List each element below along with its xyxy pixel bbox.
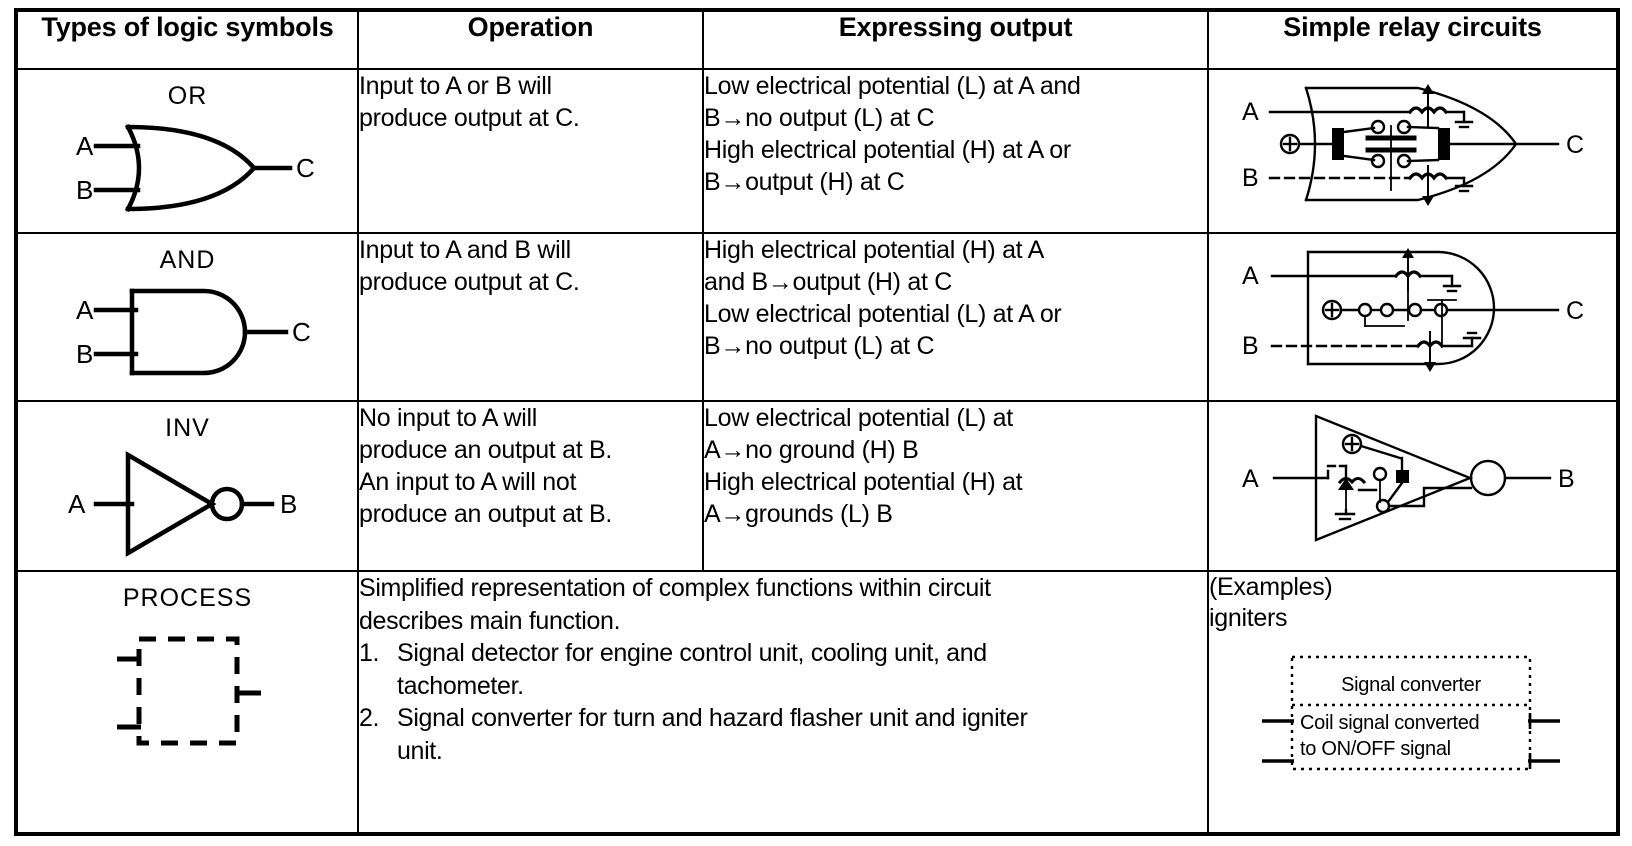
signal-converter-title: Signal converter	[1341, 674, 1481, 696]
output-line: B→no output (L) at C	[704, 104, 935, 132]
signal-converter-body-line: to ON/OFF signal	[1300, 738, 1451, 760]
relay-input-label-a: A	[1242, 465, 1259, 493]
list-item-line: tachometer.	[397, 671, 524, 700]
expressing-output-cell-or: Low electrical potential (L) at A and B→…	[702, 68, 1209, 234]
symbol-output-label-c: C	[296, 153, 315, 183]
table-row: AND A B C	[15, 232, 1619, 402]
table-row: INV A B	[15, 400, 1619, 572]
table-header: Types of logic symbols Operation Express…	[15, 9, 1619, 70]
output-line: and B→output (H) at C	[704, 268, 952, 296]
symbol-cell-process: PROCESS	[15, 570, 359, 835]
relay-output-label-b: B	[1558, 465, 1575, 493]
symbol-cell-and: AND A B C	[15, 232, 359, 402]
relay-input-label-a: A	[1242, 98, 1259, 126]
symbol-cell-or: OR A B C	[15, 68, 359, 234]
output-line: High electrical potential (H) at A	[704, 236, 1044, 264]
process-item-list: 1. Signal detector for engine control un…	[359, 637, 1207, 767]
inverter-relay-circuit: A B	[1209, 402, 1616, 552]
signal-converter-body-line: Coil signal converted	[1300, 712, 1479, 734]
or-relay-circuit: A B C	[1209, 70, 1616, 220]
process-block-symbol	[18, 613, 357, 757]
operation-line: Input to A and B will	[359, 236, 571, 264]
output-line: Low electrical potential (L) at A and	[704, 72, 1081, 100]
output-line: A→no ground (H) B	[704, 436, 919, 464]
relay-input-label-b: B	[1242, 164, 1259, 192]
operation-cell-or: Input to A or B will produce output at C…	[357, 68, 704, 234]
table-row: PROCESS Simp	[15, 570, 1619, 835]
output-line: Low electrical potential (L) at	[704, 404, 1013, 432]
symbol-label-inv: INV	[165, 414, 210, 442]
relay-output-label-c: C	[1566, 131, 1584, 159]
operation-line: Input to A or B will	[359, 72, 552, 100]
operation-cell-and: Input to A and B will produce output at …	[357, 232, 704, 402]
relay-output-label-c: C	[1566, 297, 1584, 325]
expressing-output-cell-inv: Low electrical potential (L) at A→no gro…	[702, 400, 1209, 572]
list-item-line: Signal converter for turn and hazard fla…	[397, 704, 1028, 732]
operation-line: produce an output at B.	[359, 500, 613, 528]
relay-input-label-b: B	[1242, 332, 1259, 360]
symbol-output-label-c: C	[292, 317, 311, 347]
output-line: A→grounds (L) B	[704, 500, 893, 528]
relay-circuit-cell-inv: A B	[1207, 400, 1619, 572]
operation-line: produce an output at B.	[359, 436, 613, 464]
output-line: Low electrical potential (L) at A or	[704, 300, 1062, 328]
list-item: 1. Signal detector for engine control un…	[359, 637, 1207, 702]
symbol-label-process: PROCESS	[122, 584, 253, 612]
table-row: OR A B C	[15, 68, 1619, 234]
output-line: High electrical potential (H) at	[704, 468, 1023, 496]
column-header-operation: Operation	[357, 9, 704, 70]
operation-line: produce output at C.	[359, 268, 580, 296]
list-item-line: Signal detector for engine control unit,…	[397, 639, 987, 667]
symbol-input-label-b: B	[76, 175, 93, 205]
process-intro: Simplified representation of complex fun…	[359, 572, 1207, 637]
symbol-input-label-a: A	[76, 131, 94, 161]
process-intro-line: Simplified representation of complex fun…	[359, 574, 991, 602]
examples-label: (Examples)	[1209, 573, 1333, 601]
inverter-gate-symbol: A B	[18, 443, 357, 563]
output-line: High electrical potential (H) at A or	[704, 136, 1071, 164]
output-line: B→no output (L) at C	[704, 332, 935, 360]
process-intro-line: describes main function.	[359, 606, 621, 635]
column-header-types-of-logic-symbols: Types of logic symbols	[15, 9, 359, 70]
list-item-number: 2.	[359, 704, 380, 732]
symbol-output-label-b: B	[280, 489, 297, 519]
relay-circuit-cell-and: A B C	[1207, 232, 1619, 402]
symbol-label-and: AND	[159, 246, 216, 274]
examples-cell: (Examples) igniters	[1207, 570, 1619, 835]
output-line: B→output (H) at C	[704, 168, 905, 196]
logic-symbols-table: Types of logic symbols Operation Express…	[14, 8, 1620, 836]
relay-circuit-cell-or: A B C	[1207, 68, 1619, 234]
expressing-output-cell-and: High electrical potential (H) at A and B…	[702, 232, 1209, 402]
column-header-simple-relay-circuits: Simple relay circuits	[1207, 9, 1619, 70]
operation-line: produce output at C.	[359, 104, 580, 132]
list-item-number: 1.	[359, 639, 380, 667]
list-item-line: unit.	[397, 736, 443, 765]
symbol-input-label-a: A	[76, 295, 94, 325]
relay-input-label-a: A	[1242, 262, 1259, 290]
operation-line: An input to A will not	[359, 468, 577, 496]
or-gate-symbol: A B C	[18, 111, 357, 223]
examples-value: igniters	[1209, 603, 1288, 632]
list-item: 2. Signal converter for turn and hazard …	[359, 702, 1207, 767]
process-description-cell: Simplified representation of complex fun…	[357, 570, 1209, 835]
and-relay-circuit: A B C	[1209, 234, 1616, 384]
symbol-label-or: OR	[167, 82, 208, 110]
operation-cell-inv: No input to A will produce an output at …	[357, 400, 704, 572]
operation-line: No input to A will	[359, 404, 538, 432]
table-body: OR A B C	[15, 68, 1619, 835]
symbol-input-label-b: B	[76, 339, 93, 369]
and-gate-symbol: A B C	[18, 275, 357, 387]
symbol-input-label-a: A	[68, 489, 86, 519]
signal-converter-block: Signal converter Coil signal converted t…	[1209, 649, 1616, 779]
column-header-expressing-output: Expressing output	[702, 9, 1209, 70]
header-row: Types of logic symbols Operation Express…	[15, 9, 1619, 70]
symbol-cell-inv: INV A B	[15, 400, 359, 572]
